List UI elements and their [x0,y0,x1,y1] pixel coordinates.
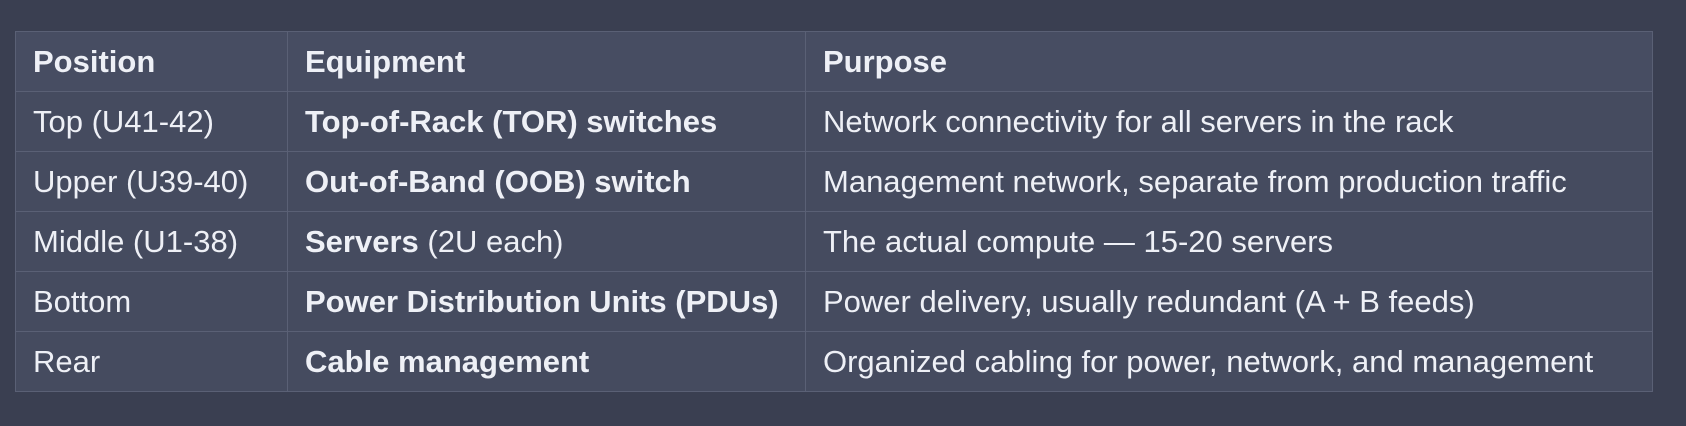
cell-purpose: Management network, separate from produc… [805,151,1653,212]
table-row: Upper (U39-40) Out-of-Band (OOB) switch … [15,151,1653,212]
cell-equipment: Out-of-Band (OOB) switch [287,151,806,212]
header-equipment: Equipment [287,31,806,92]
cell-position: Bottom [15,271,288,332]
rack-layout-table-container: Position Equipment Purpose Top (U41-42) … [15,31,1653,392]
equipment-note: (2U each) [418,223,564,259]
cell-position: Top (U41-42) [15,91,288,152]
cell-equipment: Power Distribution Units (PDUs) [287,271,806,332]
cell-purpose: The actual compute — 15-20 servers [805,211,1653,272]
equipment-name: Power Distribution Units (PDUs) [305,283,779,319]
header-purpose: Purpose [805,31,1653,92]
equipment-name: Out-of-Band (OOB) switch [305,163,691,199]
cell-position: Rear [15,331,288,392]
equipment-name: Top-of-Rack (TOR) switches [305,103,718,139]
cell-equipment: Top-of-Rack (TOR) switches [287,91,806,152]
table-row: Bottom Power Distribution Units (PDUs) P… [15,271,1653,332]
equipment-name: Servers [305,223,419,259]
table-row: Middle (U1-38) Servers (2U each) The act… [15,211,1653,272]
cell-equipment: Servers (2U each) [287,211,806,272]
cell-position: Upper (U39-40) [15,151,288,212]
table-row: Rear Cable management Organized cabling … [15,331,1653,392]
header-position: Position [15,31,288,92]
cell-equipment: Cable management [287,331,806,392]
equipment-name: Cable management [305,343,590,379]
cell-purpose: Organized cabling for power, network, an… [805,331,1653,392]
table-row: Top (U41-42) Top-of-Rack (TOR) switches … [15,91,1653,152]
cell-purpose: Power delivery, usually redundant (A + B… [805,271,1653,332]
cell-purpose: Network connectivity for all servers in … [805,91,1653,152]
cell-position: Middle (U1-38) [15,211,288,272]
table-header-row: Position Equipment Purpose [15,31,1653,92]
rack-layout-table: Position Equipment Purpose Top (U41-42) … [15,31,1653,392]
